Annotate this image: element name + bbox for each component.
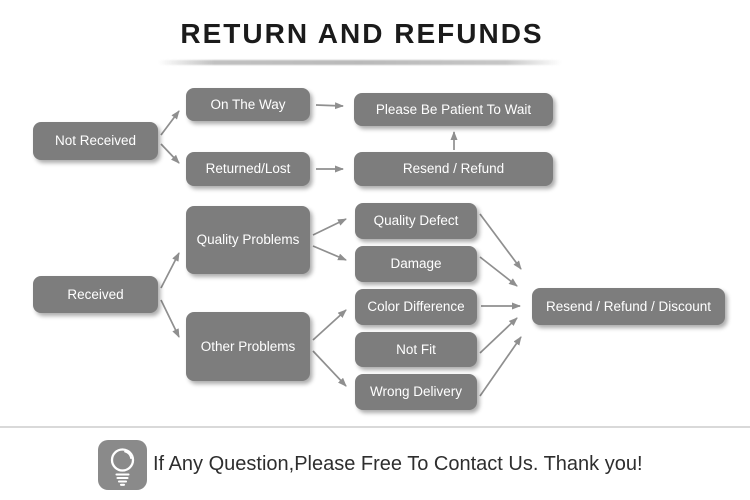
node-on-the-way: On The Way (186, 88, 310, 121)
node-other-problems: Other Problems (186, 312, 310, 381)
node-wrong-delivery: Wrong Delivery (355, 374, 477, 410)
node-damage: Damage (355, 246, 477, 282)
node-quality-defect: Quality Defect (355, 203, 477, 239)
lightbulb-icon (98, 440, 147, 490)
footer-divider (0, 426, 750, 428)
node-resend-refund: Resend / Refund (354, 152, 553, 186)
edge-not-received-to-returned-lost (160, 143, 180, 164)
edge-received-to-quality-problems (160, 252, 180, 289)
node-not-fit: Not Fit (355, 332, 477, 367)
edge-quality-problems-to-damage (312, 245, 347, 261)
page-title: RETURN AND REFUNDS (180, 18, 544, 49)
node-received: Received (33, 276, 158, 313)
edge-wrong-delivery-to-discount (479, 336, 522, 397)
node-quality-problems: Quality Problems (186, 206, 310, 274)
edge-not-fit-to-discount (479, 317, 518, 354)
title-underline-divider (158, 60, 562, 65)
node-returned-lost: Returned/Lost (186, 152, 310, 186)
node-please-be-patient: Please Be Patient To Wait (354, 93, 553, 126)
node-resend-refund-discount: Resend / Refund / Discount (532, 288, 725, 325)
node-not-received: Not Received (33, 122, 158, 160)
edge-on-the-way-to-please-wait (315, 102, 344, 110)
edge-quality-defect-to-discount (479, 213, 522, 270)
edge-other-problems-to-wrong-delivery (312, 350, 347, 387)
contact-message: If Any Question,Please Free To Contact U… (153, 453, 643, 475)
edge-not-received-to-on-the-way (160, 110, 180, 136)
node-color-difference: Color Difference (355, 289, 477, 325)
edge-received-to-other-problems (160, 299, 180, 338)
edge-other-problems-to-color-difference (312, 309, 347, 341)
edge-damage-to-discount (479, 256, 518, 287)
edge-quality-problems-to-quality-defect (312, 218, 347, 236)
